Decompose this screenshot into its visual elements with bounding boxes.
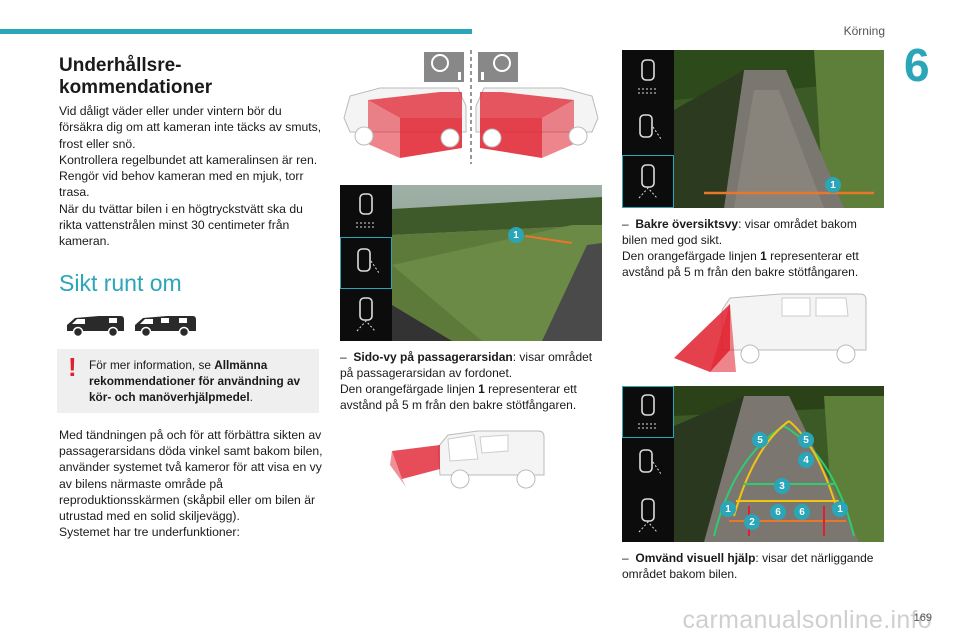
mode-reverse-assist[interactable] — [622, 490, 674, 542]
distance-marker-badge: 1 — [825, 177, 841, 193]
reverse-assist-description: – Omvänd visuell hjälp: visar det närlig… — [622, 551, 874, 581]
watermark: carmanualsonline.info — [682, 606, 932, 634]
rear-camera-zone-diagram — [674, 293, 867, 372]
section-header: Körning — [843, 24, 885, 38]
note-text: För mer information, se Allmänna rekomme… — [89, 357, 301, 404]
intro-paragraph: Med tändningen på och för att förbättra … — [59, 427, 323, 540]
chapter-number: 6 — [904, 39, 930, 91]
reverse-camera-image: 5 5 4 3 1 1 2 6 6 — [674, 386, 884, 542]
right-column: 1 – Bakre översiktsvy: visar området bak… — [622, 50, 884, 582]
side-view-screen: 1 — [340, 185, 602, 341]
guide-marker-1: 1 — [720, 501, 736, 517]
guide-marker-6: 6 — [794, 504, 810, 520]
maintenance-paragraph: Vid dåligt väder eller under vintern bör… — [59, 104, 322, 249]
camera-zone-icon — [638, 498, 658, 533]
mode-side-view[interactable] — [340, 237, 392, 289]
mode-reverse-assist[interactable] — [622, 155, 674, 208]
maintenance-heading: Underhållsre- kommendationer — [59, 55, 213, 98]
rear-overview-screen: 1 — [622, 50, 884, 208]
side-camera-zone-diagram — [390, 430, 545, 489]
camera-zone-icon — [356, 297, 376, 332]
side-view-description: – Sido-vy på passagerarsidan: visar områ… — [340, 350, 593, 412]
guide-marker-5: 5 — [752, 432, 768, 448]
van-icon — [135, 315, 196, 337]
guide-marker-1: 1 — [832, 501, 848, 517]
side-camera-image: 1 — [392, 185, 602, 341]
mirror-camera-diagram — [343, 50, 599, 164]
distance-marker-badge: 1 — [508, 227, 524, 243]
mode-rear-overview[interactable] — [340, 185, 392, 237]
left-column: Underhållsre- kommendationer Vid dåligt … — [57, 55, 323, 541]
guide-marker-6: 6 — [770, 504, 786, 520]
guide-marker-5: 5 — [798, 432, 814, 448]
mode-rear-overview[interactable] — [622, 386, 674, 438]
chapter-color-bar — [0, 29, 472, 34]
section-title: Sikt runt om — [59, 269, 182, 296]
page-number: 169 — [913, 612, 932, 624]
car-top-view-icon — [356, 193, 376, 228]
mode-rear-overview[interactable] — [622, 50, 674, 103]
reverse-assist-screen: 5 5 4 3 1 1 2 6 6 — [622, 386, 884, 542]
camera-zone-icon — [638, 163, 658, 198]
warning-exclamation-icon: ! — [68, 351, 77, 382]
info-note: ! För mer information, se Allmänna rekom… — [57, 348, 319, 413]
middle-column: 1 – Sido-vy på passagerarsidan: visar om… — [340, 48, 602, 495]
steering-wheel-icon — [424, 52, 464, 82]
vehicle-variants — [65, 313, 323, 339]
mode-sidebar — [622, 386, 674, 542]
mode-side-view[interactable] — [622, 103, 674, 155]
camera-zone-icon — [639, 114, 662, 140]
rear-camera-image: 1 — [674, 50, 884, 208]
camera-zone-icon — [357, 248, 380, 274]
mode-side-view[interactable] — [622, 438, 674, 490]
rear-overview-description: – Bakre översiktsvy: visar området bakom… — [622, 217, 859, 279]
steering-wheel-icon — [478, 52, 518, 82]
guide-marker-2: 2 — [744, 514, 760, 530]
guide-marker-4: 4 — [798, 452, 814, 468]
camera-zone-icon — [639, 449, 662, 475]
guide-marker-3: 3 — [774, 478, 790, 494]
car-top-view-icon — [638, 394, 658, 429]
mode-sidebar — [340, 185, 392, 341]
mode-sidebar — [622, 50, 674, 208]
van-icon — [67, 315, 124, 337]
mode-reverse-assist[interactable] — [340, 289, 392, 341]
car-top-view-icon — [638, 58, 658, 93]
note-link-text[interactable]: Allmänna rekommendationer för användning… — [89, 357, 301, 404]
